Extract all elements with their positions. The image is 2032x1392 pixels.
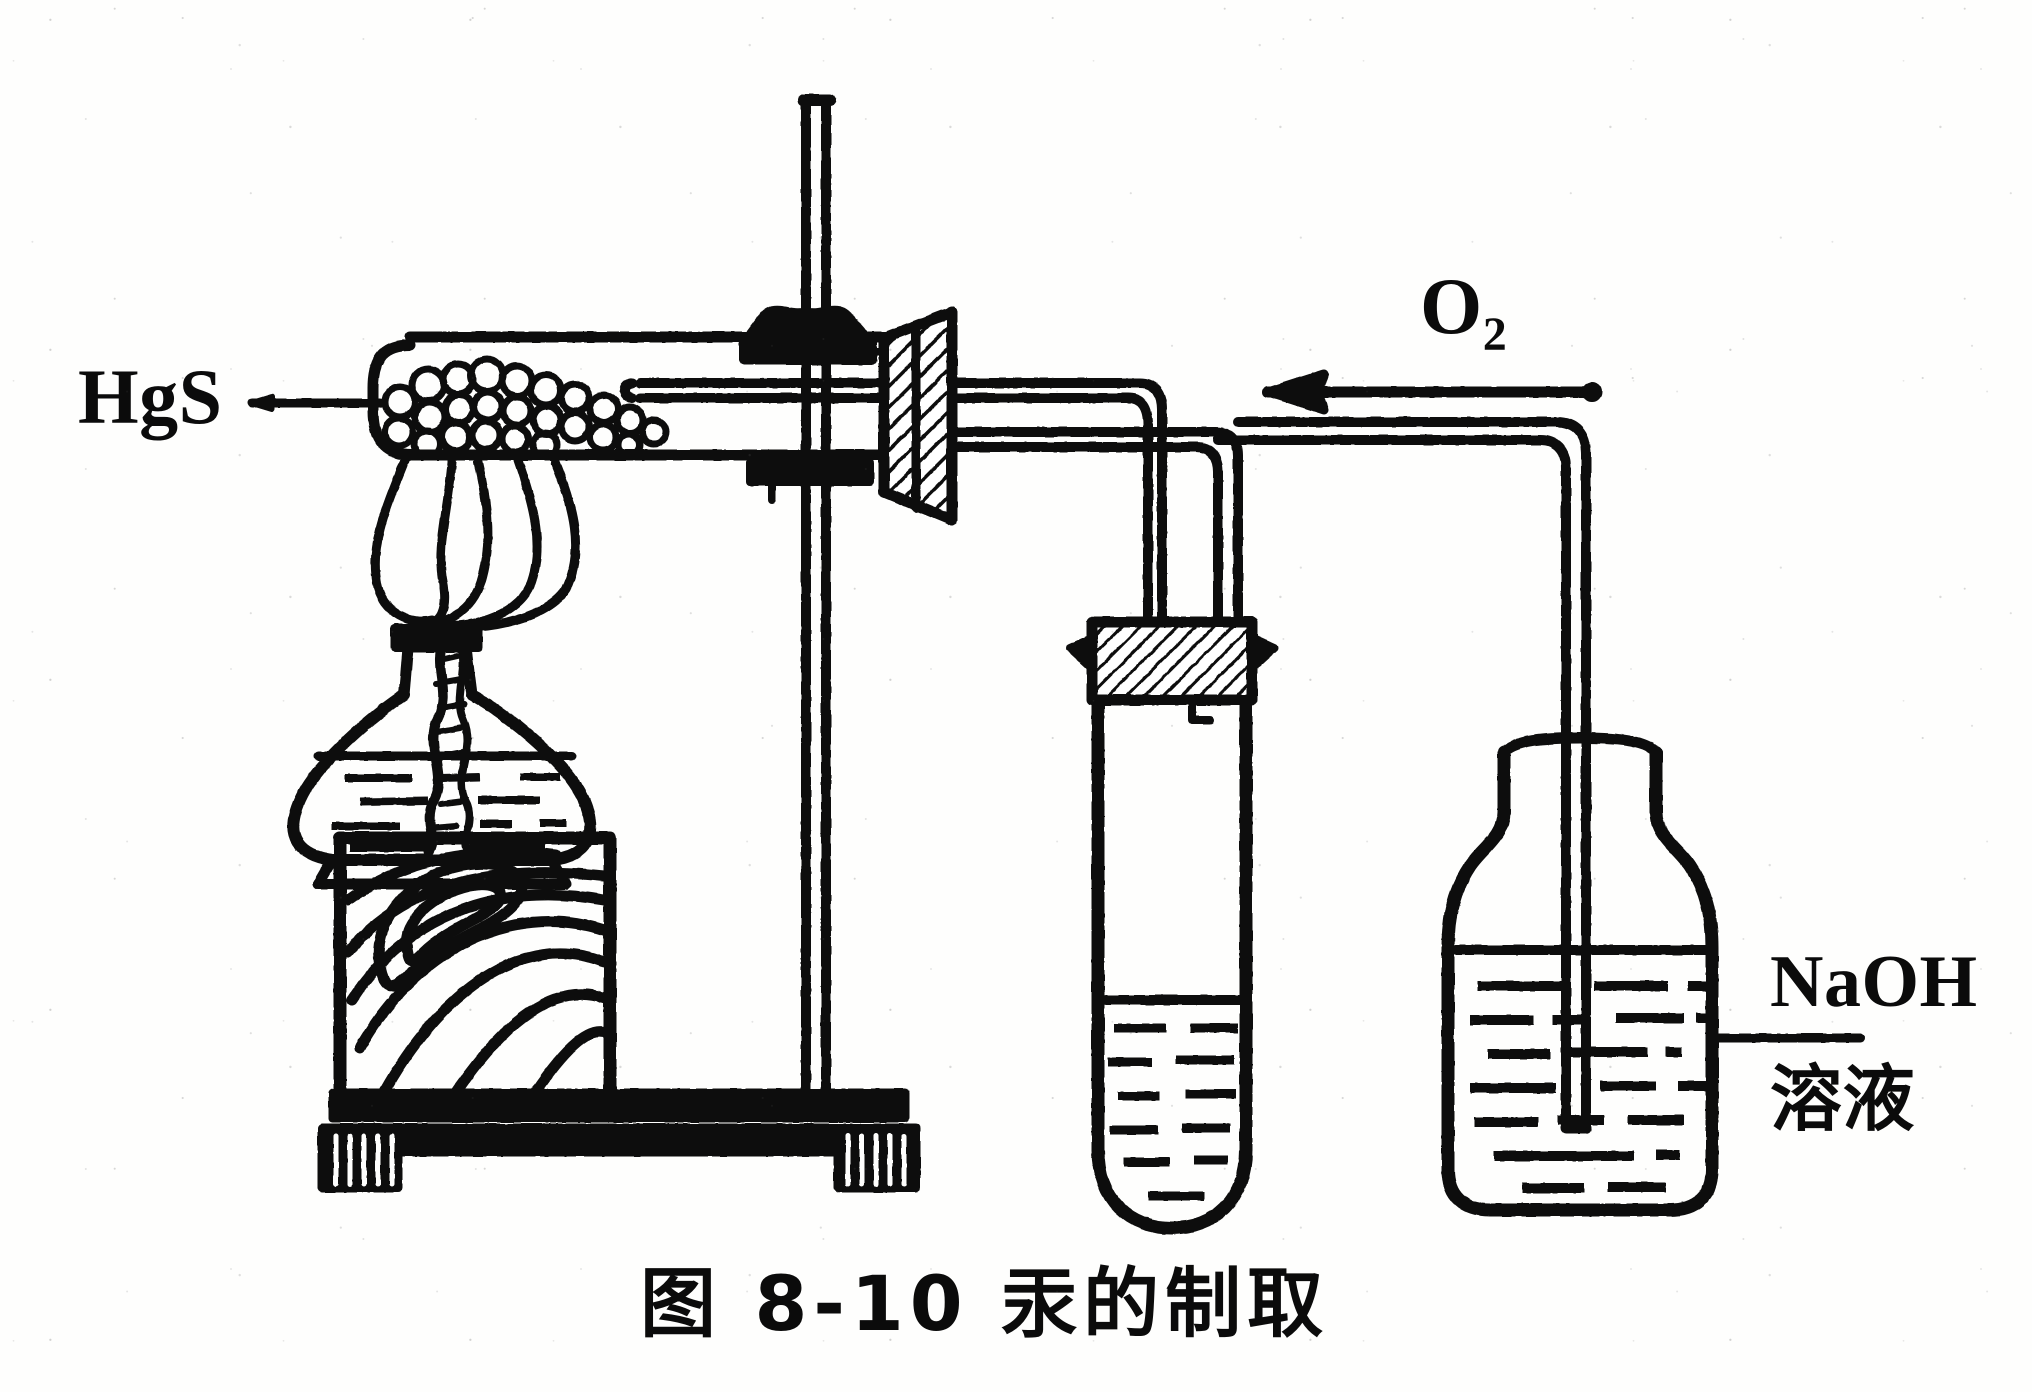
wooden-block xyxy=(333,831,617,1113)
label-hgs: HgS xyxy=(78,353,223,440)
label-o2-element: O xyxy=(1420,263,1483,351)
label-o2: O2 xyxy=(1420,262,1507,362)
delivery-tube-to-bottle xyxy=(1213,417,1592,1134)
label-naoh-solution-cjk: 溶液 xyxy=(1770,1057,1916,1141)
base-foot-hatching xyxy=(333,1133,907,1187)
alcohol-lamp-flame xyxy=(370,455,581,632)
label-naoh: NaOH xyxy=(1770,941,1978,1023)
rubber-stopper-tube xyxy=(878,306,958,526)
iron-clamp xyxy=(739,305,877,365)
oxygen-inlet-tube xyxy=(947,427,1243,635)
leader-lines xyxy=(247,394,1865,1043)
oxygen-flow-arrow xyxy=(1262,369,1602,415)
figure-caption: 图 8-10 汞的制取 xyxy=(640,1259,1330,1348)
hgs-granules xyxy=(381,355,670,461)
iron-stand-base xyxy=(317,1088,921,1193)
iron-stand xyxy=(739,94,877,1095)
label-o2-subscript: 2 xyxy=(1482,308,1508,361)
delivery-tube-main xyxy=(619,378,1167,635)
collection-test-tube xyxy=(1066,616,1278,1235)
